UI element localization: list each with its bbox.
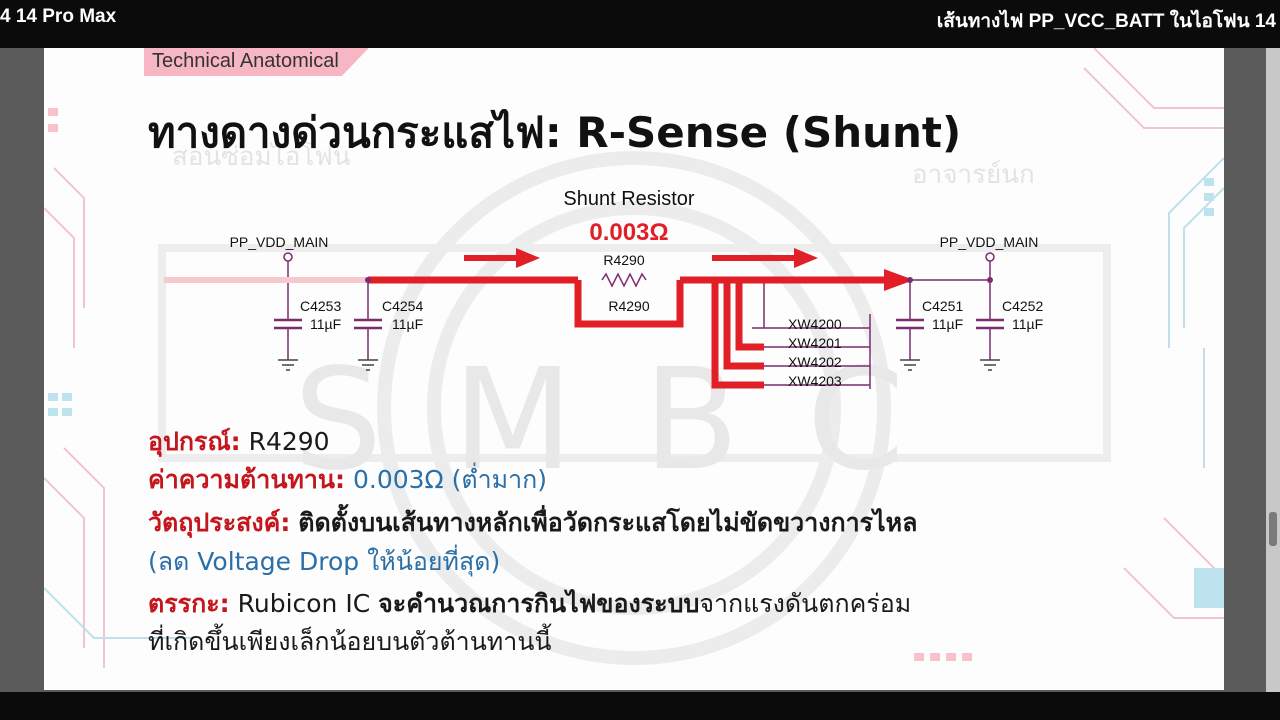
info-resistance-line: ค่าความต้านทาน: 0.003Ω (ต่ำมาก): [148, 460, 547, 500]
resistance-label: ค่าความต้านทาน:: [148, 465, 346, 494]
logic-emphasis: จะคำนวณการกินไฟของระบบ: [378, 589, 700, 618]
info-purpose-line: วัตถุประสงค์: ติดตั้งบนเส้นทางหลักเพื่อว…: [148, 503, 917, 543]
logic-subject: Rubicon IC: [237, 589, 371, 618]
flow-arrow-icon: [464, 248, 818, 268]
schematic-diagram: Shunt Resistor 0.003Ω PP_VDD_MAIN PP_VDD…: [164, 188, 1043, 389]
vertical-scrollbar[interactable]: [1266, 48, 1280, 692]
video-title-right: เส้นทางไฟ PP_VCC_BATT ในไอโฟน 14: [936, 11, 1276, 32]
section-tag: Technical Anatomical: [144, 48, 369, 76]
presentation-slide: SMBC สอนซ่อมไอโฟน อาจารย์นก Technical An…: [44, 48, 1224, 690]
cap-c4254-name: C4254: [382, 298, 423, 314]
info-logic-line: ตรรกะ: Rubicon IC จะคำนวณการกินไฟของระบบ…: [148, 584, 911, 624]
slide-title: ทางดางด่วนกระแสไฟ: R-Sense (Shunt): [148, 108, 962, 157]
test-point-xw4201: XW4201: [788, 335, 842, 351]
shunt-resistor-label: Shunt Resistor: [563, 188, 695, 210]
logic-second-line: ที่เกิดขึ้นเพียงเล็กน้อยบนตัวต้านทานนี้: [148, 627, 552, 656]
purpose-value: ติดตั้งบนเส้นทางหลักเพื่อวัดกระแสโดยไม่ข…: [298, 508, 918, 537]
current-arrowhead-icon: [884, 269, 914, 291]
watermark-text-right: อาจารย์นก: [912, 160, 1035, 190]
video-title-left: 4 14 Pro Max: [0, 6, 117, 27]
left-net-label: PP_VDD_MAIN: [230, 234, 329, 250]
right-net-label: PP_VDD_MAIN: [940, 234, 1039, 250]
logic-label: ตรรกะ:: [148, 589, 230, 618]
circuit-background-decoration: SMBC: [44, 48, 1224, 668]
device-value: R4290: [248, 427, 330, 456]
cap-c4253-value: 11µF: [310, 316, 341, 332]
watermark-text-left: สอนซ่อมไอโฟน: [172, 142, 351, 172]
test-point-xw4200: XW4200: [788, 316, 842, 332]
current-path-highlight: [164, 276, 889, 389]
test-point-xw4203: XW4203: [788, 373, 842, 389]
scrollbar-thumb[interactable]: [1269, 512, 1277, 546]
cap-c4251-name: C4251: [922, 298, 963, 314]
cap-c4252-value: 11µF: [1012, 316, 1043, 332]
purpose-note: (ลด Voltage Drop ให้น้อยที่สุด): [148, 547, 501, 576]
cap-c4253-name: C4253: [300, 298, 341, 314]
video-title-bar: 4 14 Pro Max เส้นทางไฟ PP_VCC_BATT ในไอโ…: [0, 0, 1280, 48]
cap-c4254-value: 11µF: [392, 316, 423, 332]
resistor-label-bottom: R4290: [608, 298, 649, 314]
logic-continuation: จากแรงดันตกคร่อม: [699, 589, 912, 618]
resistor-label-top: R4290: [603, 252, 644, 268]
info-device-line: อุปกรณ์: R4290: [148, 422, 330, 462]
device-label: อุปกรณ์:: [148, 427, 241, 456]
shunt-value-label: 0.003Ω: [589, 219, 668, 246]
test-point-xw4202: XW4202: [788, 354, 842, 370]
bottom-bar: [0, 692, 1280, 720]
cap-c4251-value: 11µF: [932, 316, 963, 332]
cap-c4252-name: C4252: [1002, 298, 1043, 314]
resistance-value: 0.003Ω (ต่ำมาก): [352, 465, 548, 494]
purpose-label: วัตถุประสงค์:: [148, 508, 291, 537]
